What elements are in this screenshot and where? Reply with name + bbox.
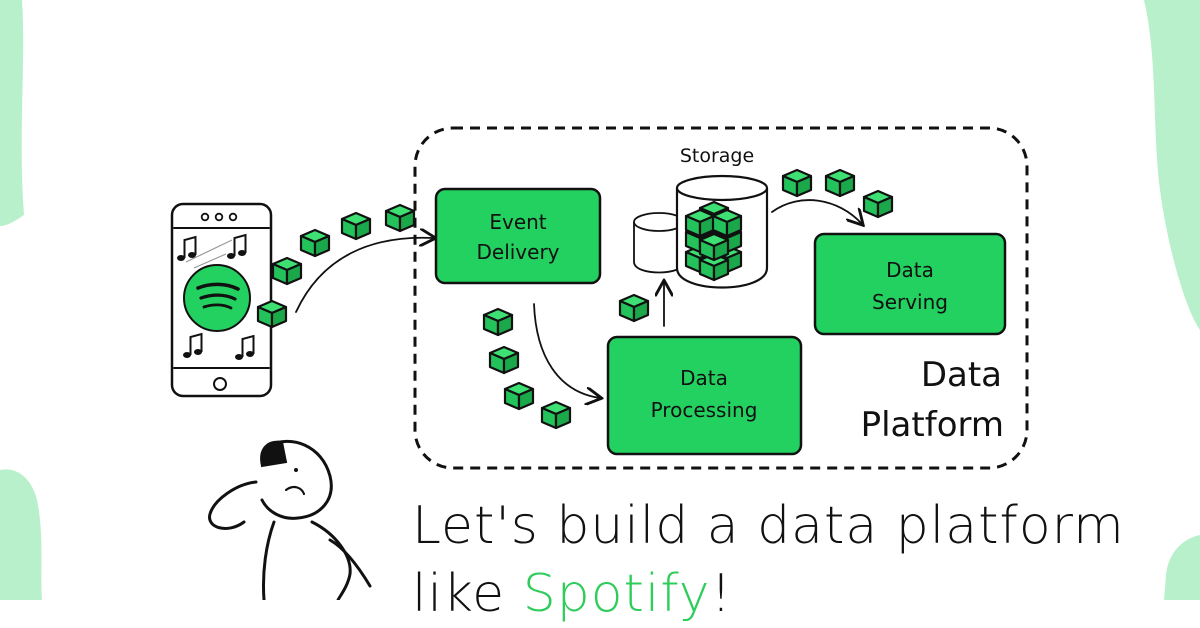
platform-label-line1: Data (921, 355, 1002, 395)
data-cube-stack-icon (684, 200, 743, 282)
event-delivery-label-line2: Delivery (476, 240, 559, 264)
data-cube-icon (781, 168, 813, 198)
event-delivery-label-line1: Event (489, 210, 546, 234)
spotify-logo-icon (183, 264, 251, 332)
headline-line2-prefix: like (412, 564, 523, 624)
data-processing-label-line2: Processing (651, 398, 758, 422)
music-note-icon (234, 335, 255, 361)
data-platform-diagram: Storage Event Delivery Data Processing D… (0, 0, 1200, 600)
data-cube-icon (862, 189, 894, 219)
music-note-icon (176, 236, 197, 262)
data-serving-label-line1: Data (886, 258, 934, 282)
data-cube-icon (340, 211, 372, 241)
data-serving-box (813, 232, 1007, 336)
data-cube-icon (384, 203, 416, 233)
headline-line1: Let's build a data platform (412, 496, 1125, 556)
data-serving-label-line2: Serving (872, 290, 948, 314)
data-cube-icon (824, 168, 856, 198)
data-processing-box (606, 335, 803, 456)
mint-blob-bottom-right (1164, 535, 1200, 600)
data-processing-label-line1: Data (680, 366, 728, 390)
headline-line2-suffix: ! (710, 564, 733, 624)
headline: Let's build a data platform like Spotify… (412, 492, 1172, 628)
mint-blob-bottom-left (0, 469, 42, 600)
event-delivery-box (434, 187, 602, 285)
data-cube-icon (256, 299, 288, 329)
data-cube-icon (503, 381, 535, 411)
data-cube-icon (540, 400, 572, 430)
music-note-icon (182, 333, 203, 359)
mint-blob-top-left (0, 0, 24, 226)
arrow-event-delivery-to-processing (533, 303, 600, 398)
thinking-person-icon (208, 440, 372, 600)
data-cube-icon (618, 293, 650, 323)
data-cube-icon (299, 228, 331, 258)
headline-spotify: Spotify (522, 564, 711, 624)
data-cube-icon (482, 307, 514, 337)
arrow-storage-to-serving (771, 199, 862, 224)
mint-blob-top-right (1144, 0, 1200, 330)
storage-label: Storage (680, 145, 754, 167)
platform-label-line2: Platform (861, 405, 1004, 445)
arrow-phone-to-event-delivery (295, 238, 434, 313)
data-cube-icon (271, 256, 303, 286)
data-cube-icon (488, 345, 520, 375)
music-note-icon (226, 234, 247, 260)
headline-line2: like Spotify! (412, 560, 1172, 628)
phone-icon (170, 202, 273, 398)
